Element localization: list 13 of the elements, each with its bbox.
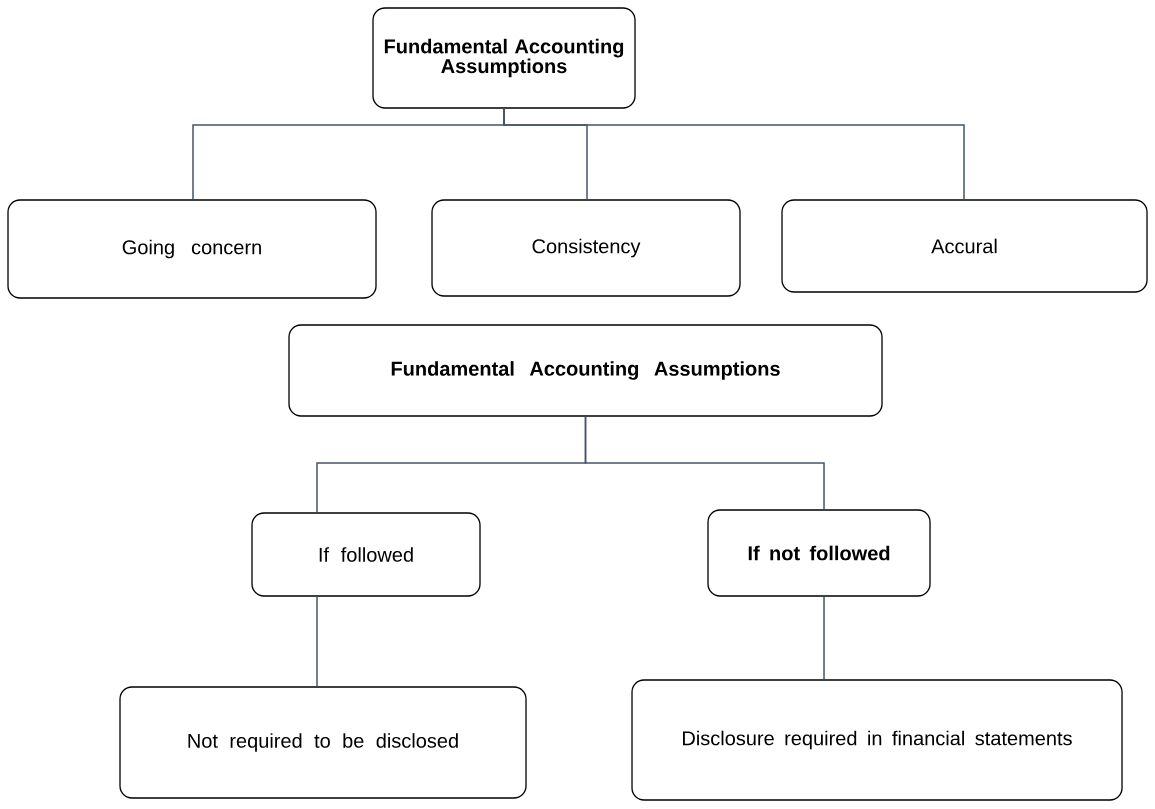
- rounded-box: Going concern: [7, 199, 377, 299]
- rounded-box: Accural: [781, 199, 1148, 293]
- rounded-box: Consistency: [431, 199, 741, 297]
- rounded-box: If not followed: [707, 509, 931, 597]
- rounded-box: Fundamental Accounting Assumptions: [288, 324, 883, 417]
- rounded-box: Not required to be disclosed: [119, 686, 527, 799]
- connector-line: [584, 415, 825, 511]
- connector-line: [503, 107, 965, 201]
- rounded-box: If followed: [251, 512, 481, 597]
- connector-line: [823, 595, 825, 681]
- rounded-box: Disclosure required in financial statements: [631, 679, 1123, 801]
- rounded-box: Fundamental Accounting Assumptions: [372, 7, 636, 109]
- connector-line: [316, 595, 318, 688]
